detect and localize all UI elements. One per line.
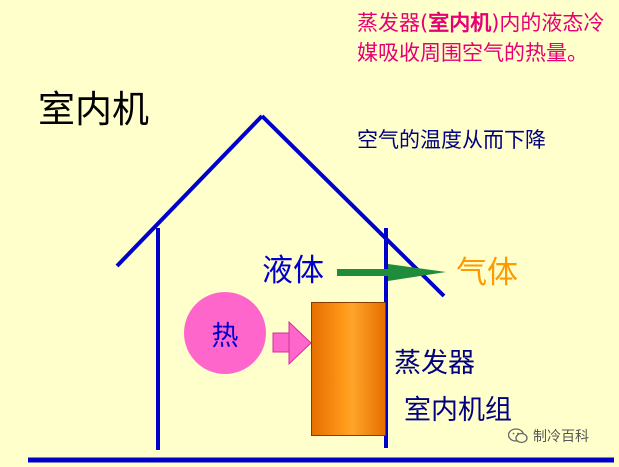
- flow-arrow: [337, 264, 446, 281]
- roof-left-line: [115, 114, 264, 268]
- diagram-title: 室内机: [38, 88, 149, 131]
- wechat-icon: [507, 428, 528, 444]
- watermark-text: 制冷百科: [533, 429, 589, 445]
- description-bold: 室内机: [428, 11, 492, 35]
- description-part2: )内的液态冷媒吸收周围空气的热量。: [357, 11, 605, 65]
- heat-arrow: [272, 320, 312, 366]
- description-part1: 蒸发器(: [357, 11, 429, 35]
- indoor-unit-label: 室内机组: [404, 395, 512, 426]
- evaporator-label: 蒸发器: [394, 348, 475, 379]
- liquid-label: 液体: [262, 253, 324, 289]
- heat-label: 热: [211, 320, 239, 352]
- gas-label: 气体: [456, 255, 518, 291]
- description-text: 蒸发器(室内机)内的液态冷媒吸收周围空气的热量。: [357, 8, 612, 68]
- roof-right-line: [260, 114, 446, 298]
- heat-circle: 热: [184, 292, 266, 374]
- result-text: 空气的温度从而下降: [357, 128, 546, 152]
- evaporator-block: [311, 302, 386, 436]
- watermark: 制冷百科: [507, 426, 589, 446]
